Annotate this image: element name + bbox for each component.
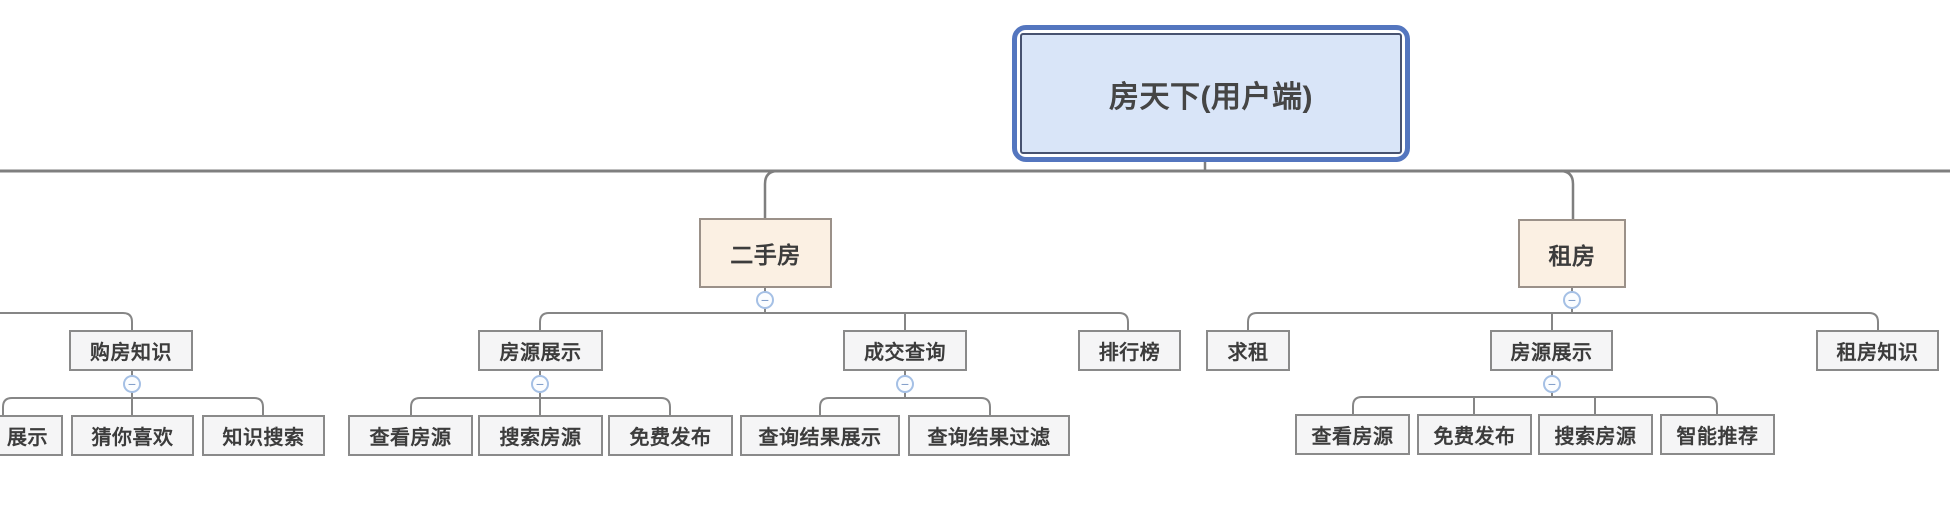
node-second-hand[interactable]: 二手房 — [699, 218, 832, 288]
node-view-listings-esf[interactable]: 查看房源 — [348, 415, 473, 456]
node-rent[interactable]: 租房 — [1518, 219, 1626, 288]
level1-drop-lines — [763, 161, 1575, 220]
node-search-listings-rent[interactable]: 搜索房源 — [1538, 414, 1653, 455]
collapse-icon-rent[interactable]: − — [1563, 291, 1581, 309]
collapse-icon-second-hand[interactable]: − — [756, 291, 774, 309]
node-listing-display-esf[interactable]: 房源展示 — [478, 330, 603, 371]
collapse-icon-listing-display-rent[interactable]: − — [1543, 375, 1561, 393]
node-free-publish-esf[interactable]: 免费发布 — [608, 415, 733, 456]
node-query-result-display[interactable]: 查询结果展示 — [740, 415, 900, 456]
node-search-listings-esf[interactable]: 搜索房源 — [478, 415, 603, 456]
node-free-publish-rent[interactable]: 免费发布 — [1417, 414, 1532, 455]
node-seek-rent[interactable]: 求租 — [1206, 330, 1290, 371]
node-fangtianxia-root[interactable]: 房天下(用户端) — [1012, 25, 1410, 162]
collapse-icon-buying-knowledge[interactable]: − — [123, 375, 141, 393]
node-knowledge-display-cutoff[interactable]: 展示 — [0, 415, 63, 456]
node-buying-knowledge[interactable]: 购房知识 — [69, 330, 193, 371]
node-listing-display-rent[interactable]: 房源展示 — [1490, 330, 1613, 371]
node-smart-recommend[interactable]: 智能推荐 — [1660, 414, 1775, 455]
node-rent-knowledge[interactable]: 租房知识 — [1816, 330, 1939, 371]
node-query-result-filter[interactable]: 查询结果过滤 — [908, 415, 1070, 456]
root-node-label: 房天下(用户端) — [1020, 33, 1402, 154]
node-guess-you-like[interactable]: 猜你喜欢 — [71, 415, 194, 456]
node-knowledge-search[interactable]: 知识搜索 — [202, 415, 325, 456]
collapse-icon-deal-query[interactable]: − — [896, 375, 914, 393]
node-ranking[interactable]: 排行榜 — [1078, 330, 1181, 371]
node-deal-query[interactable]: 成交查询 — [843, 330, 967, 371]
node-view-listings-rent[interactable]: 查看房源 — [1295, 414, 1410, 455]
collapse-icon-listing-display-esf[interactable]: − — [531, 375, 549, 393]
